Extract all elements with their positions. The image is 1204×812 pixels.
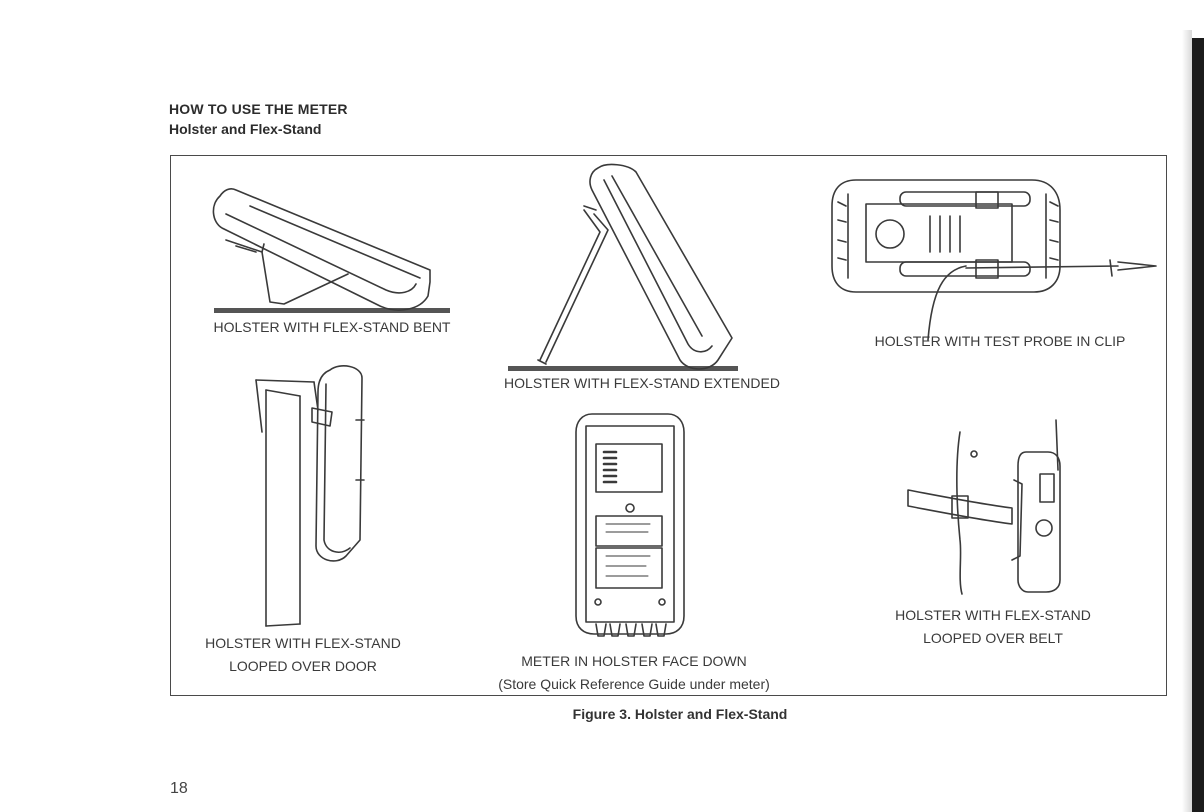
caption-line: (Store Quick Reference Guide under meter…	[498, 676, 770, 692]
panel-caption-probe: HOLSTER WITH TEST PROBE IN CLIP	[836, 330, 1164, 353]
panel-caption-facedown: METER IN HOLSTER FACE DOWN (Store Quick …	[462, 650, 806, 696]
caption-line: HOLSTER WITH FLEX-STAND	[895, 607, 1091, 623]
page-edge-shadow	[1182, 30, 1192, 812]
illustration-flex-stand-bent	[213, 189, 450, 313]
page-edge-binding	[1192, 38, 1204, 812]
caption-line: HOLSTER WITH FLEX-STAND BENT	[213, 319, 451, 335]
illustration-looped-over-door	[256, 366, 364, 626]
illustration-face-down	[576, 414, 684, 636]
section-title: HOW TO USE THE METER	[169, 101, 348, 117]
subsection-title: Holster and Flex-Stand	[169, 121, 322, 137]
figure-frame	[170, 155, 1167, 696]
caption-line: LOOPED OVER DOOR	[229, 658, 377, 674]
caption-line: HOLSTER WITH FLEX-STAND EXTENDED	[504, 375, 780, 391]
panel-caption-bent: HOLSTER WITH FLEX-STAND BENT	[180, 316, 484, 339]
illustration-looped-over-belt	[908, 420, 1060, 594]
panel-caption-extended: HOLSTER WITH FLEX-STAND EXTENDED	[462, 372, 822, 395]
panel-caption-door: HOLSTER WITH FLEX-STAND LOOPED OVER DOOR	[172, 632, 434, 678]
page-number: 18	[170, 780, 188, 797]
caption-line: METER IN HOLSTER FACE DOWN	[521, 653, 747, 669]
caption-line: HOLSTER WITH FLEX-STAND	[205, 635, 401, 651]
caption-line: HOLSTER WITH TEST PROBE IN CLIP	[874, 333, 1126, 349]
caption-line: LOOPED OVER BELT	[923, 630, 1063, 646]
illustration-flex-stand-extended	[508, 165, 738, 371]
illustration-test-probe-clip	[832, 180, 1156, 340]
panel-caption-belt: HOLSTER WITH FLEX-STAND LOOPED OVER BELT	[860, 604, 1126, 650]
figure-caption: Figure 3. Holster and Flex-Stand	[572, 706, 788, 722]
